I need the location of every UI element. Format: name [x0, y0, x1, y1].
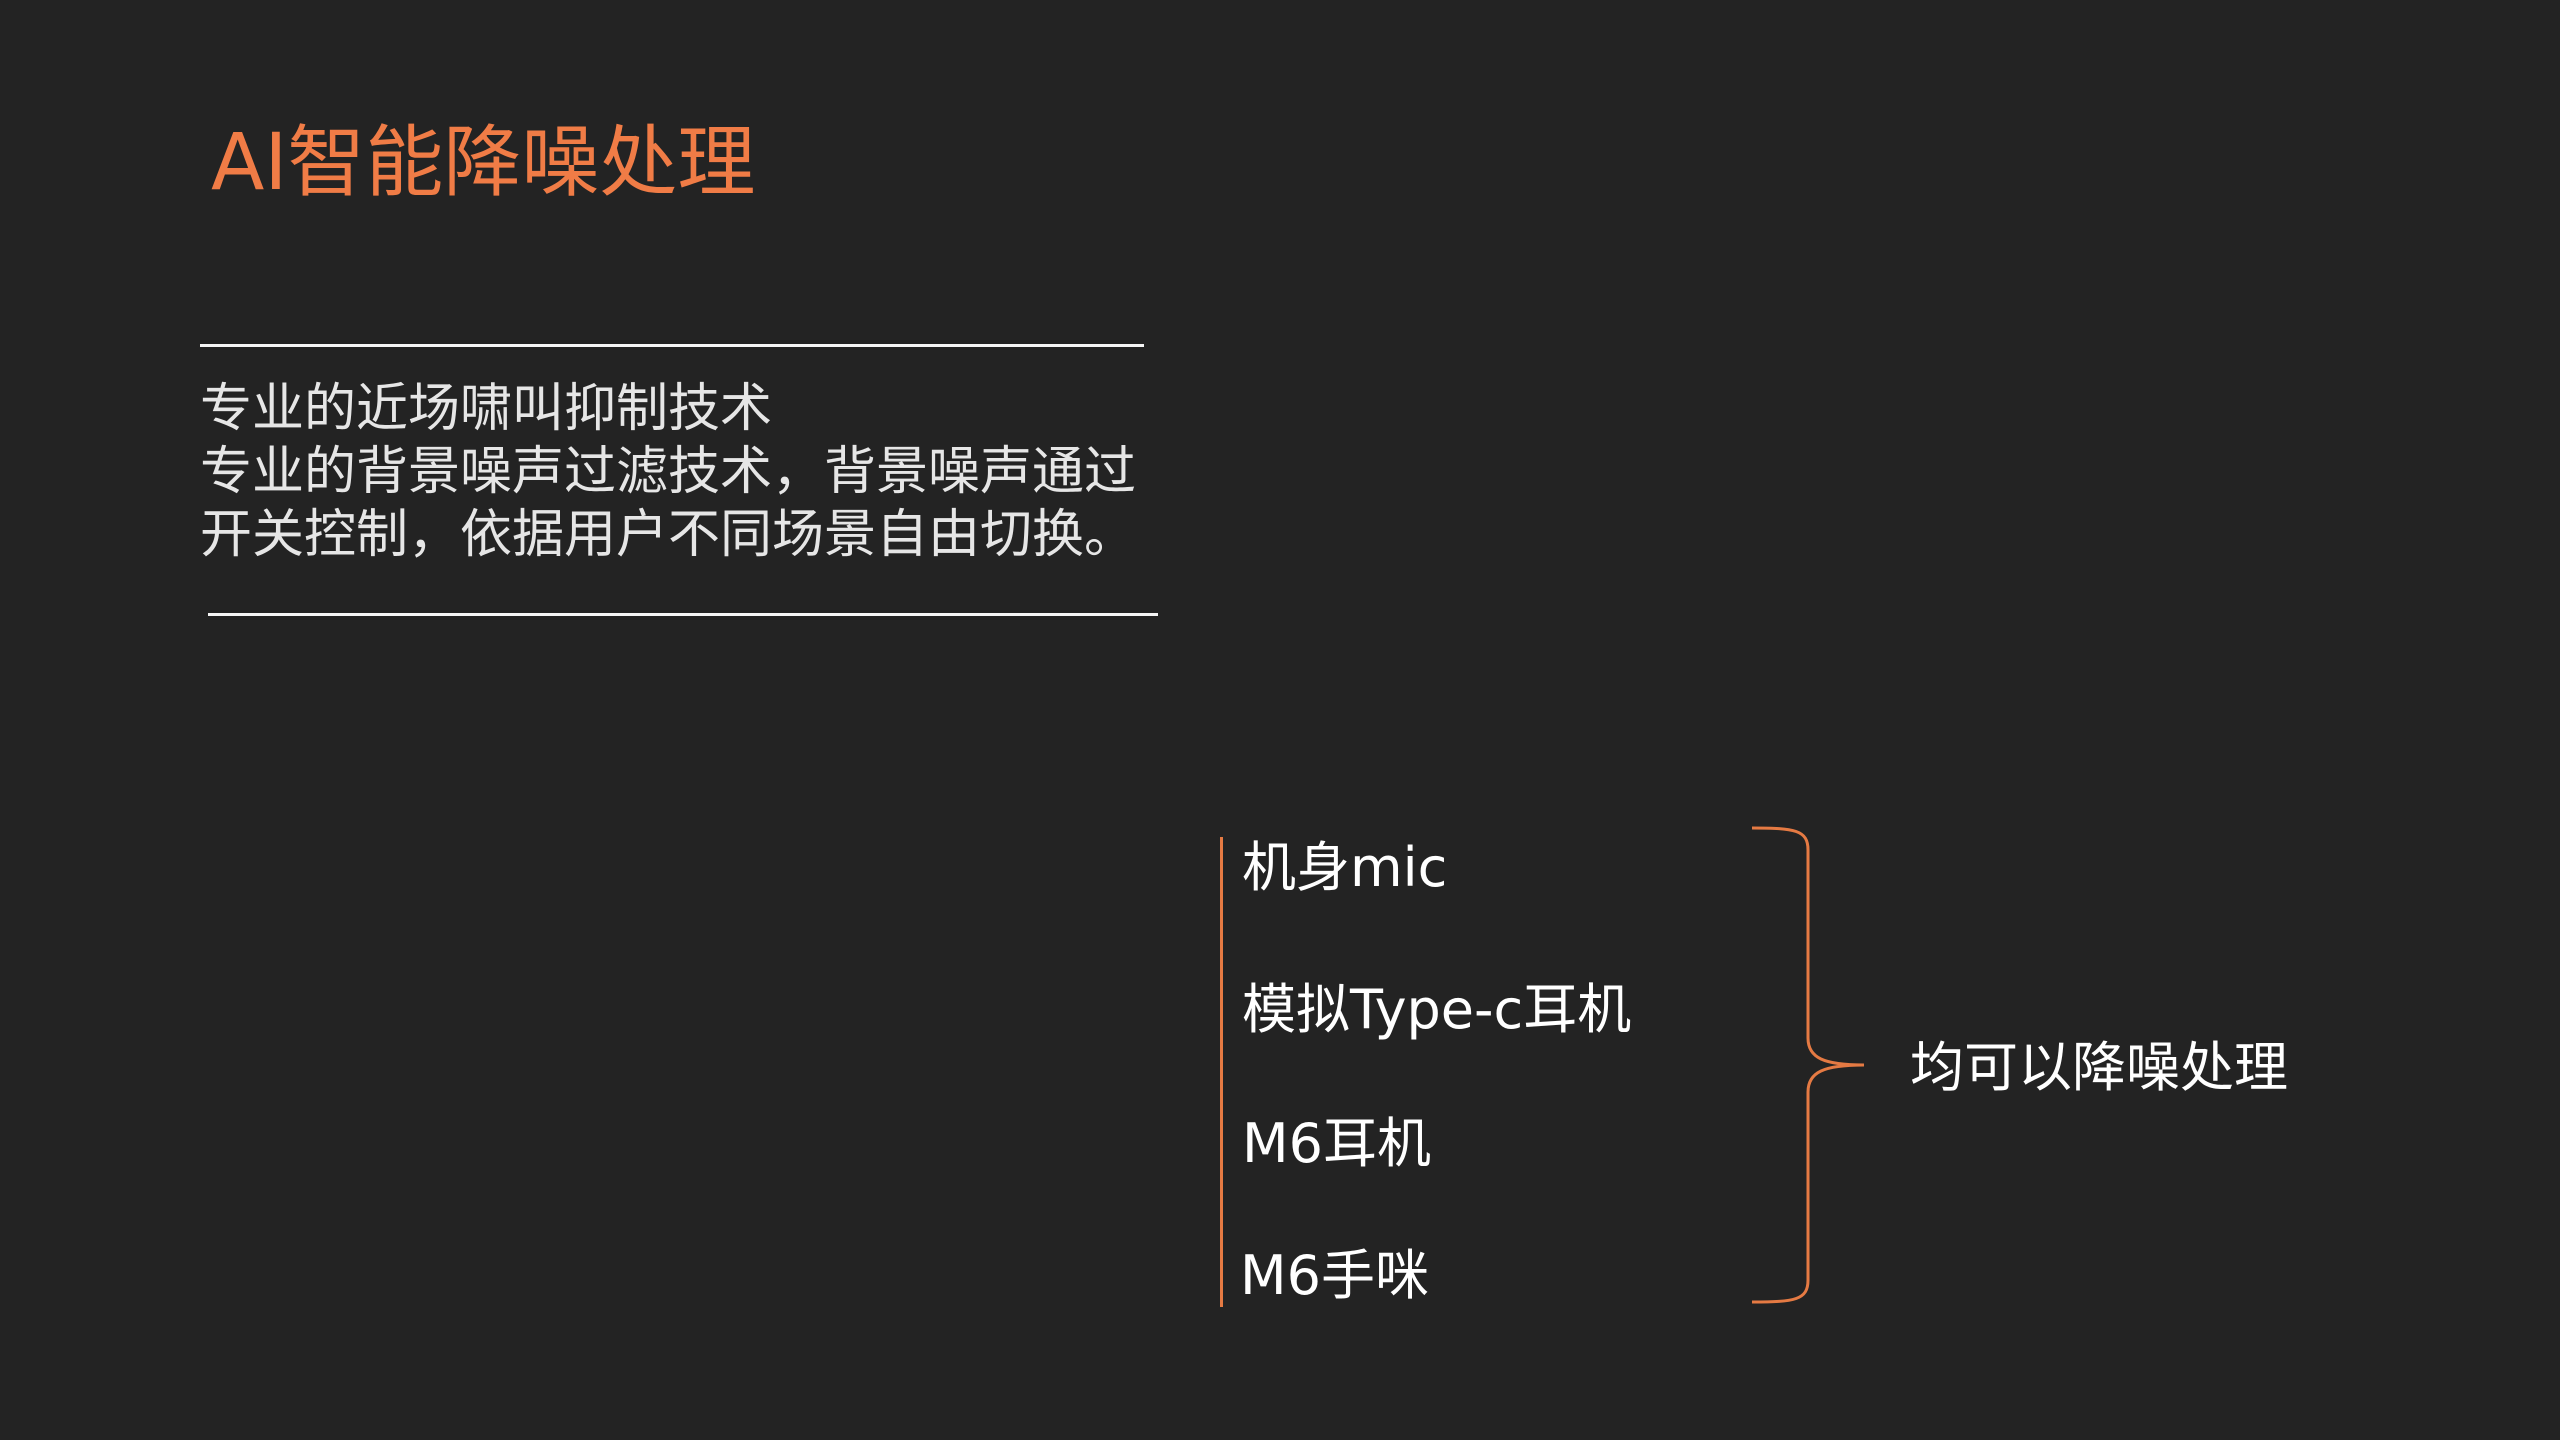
right-brace-icon [1751, 826, 1865, 1304]
description-line: 开关控制，依据用户不同场景自由切换。 [200, 505, 1137, 565]
list-accent-bar [1220, 837, 1223, 1307]
slide-title: AI智能降噪处理 [211, 118, 756, 208]
description-block: 专业的近场啸叫抑制技术 专业的背景噪声过滤技术，背景噪声通过 开关控制，依据用户… [200, 378, 1180, 567]
divider-bottom [208, 613, 1158, 616]
divider-top [200, 344, 1144, 347]
description-line: 专业的近场啸叫抑制技术 [200, 379, 773, 439]
list-item-body-mic: 机身mic [1242, 836, 1448, 899]
summary-text: 均可以降噪处理 [1910, 1036, 2288, 1099]
list-item-m6-headset: M6耳机 [1242, 1112, 1431, 1175]
list-item-typec-headset: 模拟Type-c耳机 [1242, 978, 1632, 1041]
list-item-m6-handheld-mic: M6手咪 [1240, 1244, 1429, 1307]
description-line: 专业的背景噪声过滤技术，背景噪声通过 [200, 442, 1137, 502]
